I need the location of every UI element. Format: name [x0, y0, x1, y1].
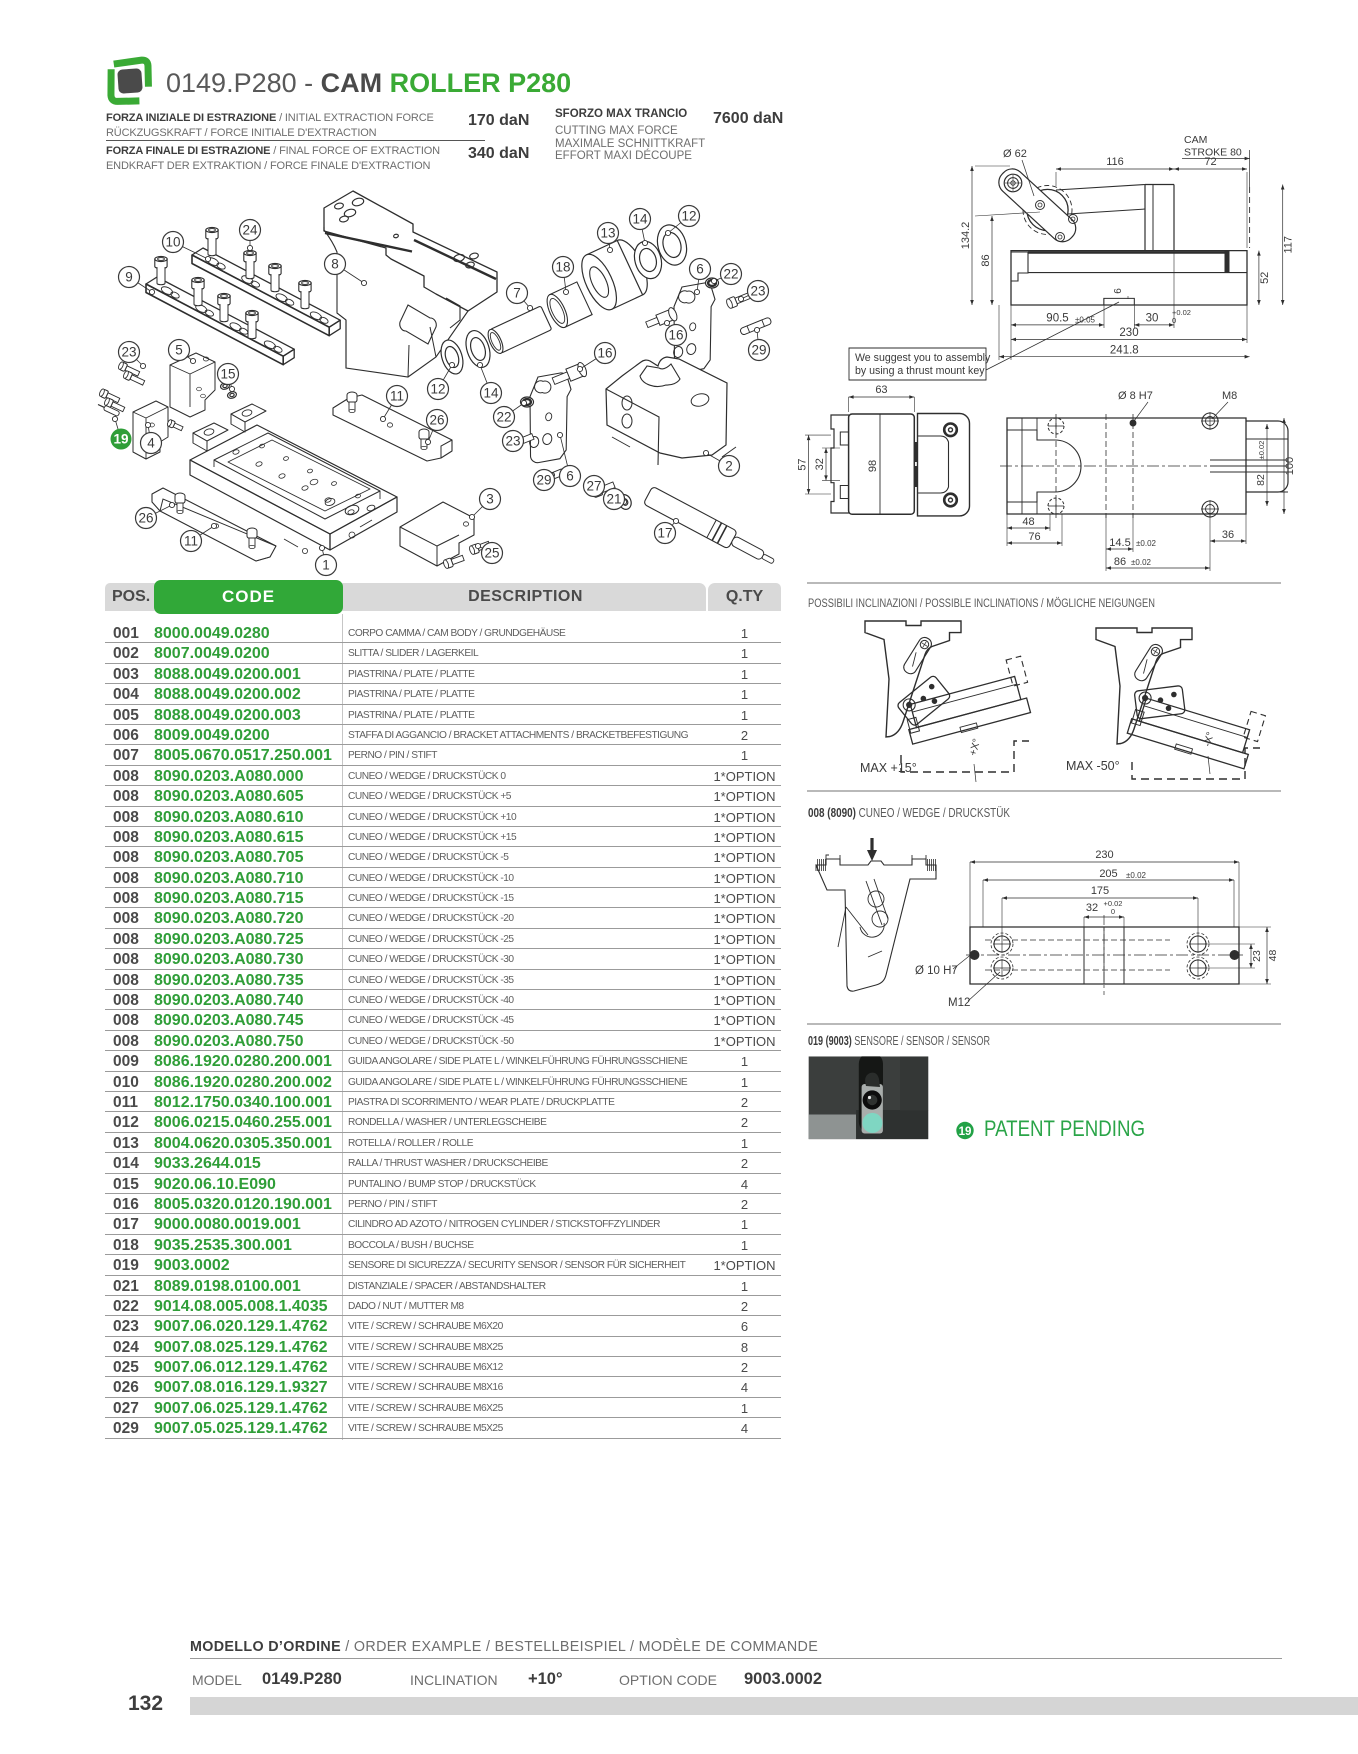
svg-text:23: 23 [1251, 950, 1263, 962]
svg-text:14: 14 [632, 212, 648, 227]
svg-text:CAM: CAM [1184, 134, 1207, 146]
svg-text:0: 0 [1111, 907, 1115, 916]
svg-text:30: 30 [1146, 312, 1159, 324]
svg-text:29: 29 [536, 473, 551, 488]
svg-text:86: 86 [980, 254, 992, 266]
svg-text:+X°: +X° [967, 737, 983, 757]
svg-text:-X°: -X° [1201, 731, 1216, 748]
svg-text:22: 22 [496, 410, 511, 425]
svg-text:6: 6 [696, 262, 704, 277]
svg-text:27: 27 [586, 479, 601, 494]
svg-text:M8: M8 [1222, 390, 1237, 402]
svg-text:5: 5 [175, 343, 183, 358]
svg-text:32: 32 [1086, 902, 1098, 914]
svg-text:±0.02: ±0.02 [1257, 441, 1266, 460]
svg-text:23: 23 [121, 345, 136, 360]
svg-text:14.5: 14.5 [1109, 537, 1130, 549]
svg-text:98: 98 [867, 460, 879, 472]
svg-text:±0.02: ±0.02 [1126, 871, 1147, 880]
svg-text:23: 23 [505, 434, 520, 449]
svg-text:±0.05: ±0.05 [1075, 316, 1096, 325]
svg-text:19: 19 [959, 1126, 972, 1138]
svg-text:230: 230 [1119, 327, 1138, 339]
svg-text:MAX +15°: MAX +15° [860, 761, 917, 775]
svg-text:19: 19 [113, 432, 128, 447]
svg-text:15: 15 [220, 367, 235, 382]
svg-text:36: 36 [1222, 529, 1234, 541]
svg-text:230: 230 [1095, 849, 1113, 861]
svg-text:13: 13 [600, 226, 615, 241]
svg-text:Ø 10 H7: Ø 10 H7 [915, 965, 958, 977]
svg-text:32: 32 [814, 458, 826, 470]
svg-text:175: 175 [1091, 885, 1109, 897]
svg-text:Ø 8 H7: Ø 8 H7 [1118, 390, 1153, 402]
svg-text:6: 6 [566, 469, 574, 484]
svg-text:M12: M12 [948, 997, 970, 1009]
svg-text:11: 11 [390, 389, 404, 404]
svg-text:241.8: 241.8 [1110, 344, 1139, 356]
svg-text:12: 12 [430, 382, 445, 397]
svg-text:008 (8090) CUNEO / WEDGE / DRU: 008 (8090) CUNEO / WEDGE / DRUCKSTÜK [808, 806, 1011, 820]
svg-text:3: 3 [486, 492, 494, 507]
svg-text:82: 82 [1255, 474, 1267, 486]
svg-text:4: 4 [147, 436, 155, 451]
svg-text:26: 26 [429, 413, 444, 428]
svg-text:116: 116 [1106, 156, 1124, 168]
svg-text:76: 76 [1028, 531, 1040, 543]
svg-text:8: 8 [331, 257, 339, 272]
svg-text:+0.02: +0.02 [1104, 899, 1123, 908]
svg-text:019 (9003) SENSORE / SENSOR /: 019 (9003) SENSORE / SENSOR / SENSOR [808, 1034, 990, 1048]
svg-text:63: 63 [875, 384, 887, 396]
svg-text:1: 1 [322, 558, 330, 573]
svg-text:21: 21 [606, 492, 621, 507]
svg-text:We suggest you to assembly: We suggest you to assembly [855, 352, 991, 364]
svg-text:6: 6 [1113, 288, 1124, 294]
svg-text:72: 72 [1204, 156, 1216, 168]
svg-text:POSSIBILI INCLINAZIONI / POSSI: POSSIBILI INCLINAZIONI / POSSIBLE INCLIN… [808, 596, 1155, 610]
svg-text:by using a thrust mount key: by using a thrust mount key [855, 365, 985, 377]
svg-text:10: 10 [165, 235, 180, 250]
svg-text:48: 48 [1022, 516, 1034, 528]
svg-text:17: 17 [657, 526, 672, 541]
svg-text:205: 205 [1099, 868, 1117, 880]
svg-text:86: 86 [1114, 556, 1126, 568]
svg-text:9: 9 [125, 270, 133, 285]
svg-text:16: 16 [597, 346, 612, 361]
svg-text:57: 57 [797, 458, 809, 470]
svg-text:52: 52 [1259, 272, 1271, 284]
svg-text:12: 12 [681, 209, 696, 224]
svg-text:11: 11 [184, 534, 198, 549]
svg-text:±0.02: ±0.02 [1136, 539, 1157, 548]
svg-text:MAX -50°: MAX -50° [1066, 759, 1120, 773]
svg-text:48: 48 [1267, 950, 1279, 962]
svg-text:100: 100 [1284, 457, 1296, 475]
svg-text:29: 29 [751, 343, 766, 358]
svg-text:26: 26 [138, 511, 153, 526]
svg-text:23: 23 [750, 284, 765, 299]
svg-text:PATENT PENDING: PATENT PENDING [984, 1116, 1145, 1141]
svg-text:Ø 62: Ø 62 [1003, 148, 1027, 160]
svg-text:18: 18 [555, 260, 570, 275]
svg-text:24: 24 [242, 223, 258, 238]
svg-text:117: 117 [1283, 236, 1295, 254]
svg-text:±0.02: ±0.02 [1131, 558, 1152, 567]
svg-text:90.5: 90.5 [1046, 312, 1068, 324]
svg-text:7: 7 [513, 286, 521, 301]
svg-text:2: 2 [725, 459, 733, 474]
svg-text:25: 25 [484, 546, 499, 561]
svg-text:14: 14 [483, 386, 499, 401]
svg-text:STROKE 80: STROKE 80 [1184, 147, 1242, 159]
svg-text:22: 22 [723, 267, 738, 282]
svg-text:134.2: 134.2 [960, 222, 972, 250]
svg-text:16: 16 [668, 328, 683, 343]
svg-text:+0.02: +0.02 [1172, 308, 1191, 317]
